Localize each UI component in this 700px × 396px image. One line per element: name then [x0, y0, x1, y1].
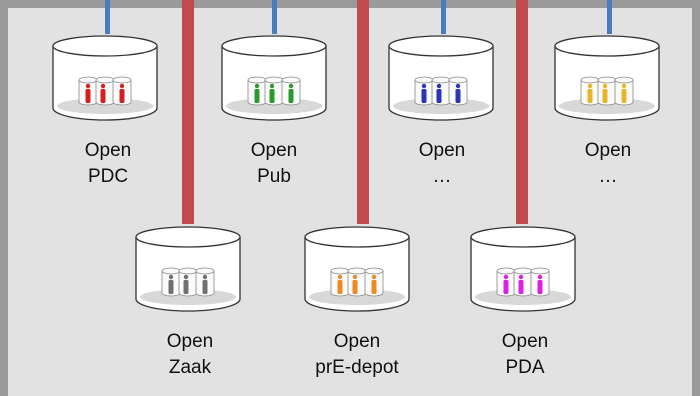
- label-predepot-line2: prE-depot: [315, 357, 399, 378]
- label-pda: Open PDA: [455, 329, 595, 381]
- database-open3: [386, 34, 496, 126]
- label-pdc-line1: Open: [84, 140, 132, 161]
- red-connector-zaak: [182, 0, 194, 224]
- database-cylinder-icon: [221, 35, 327, 121]
- database-predepot: [302, 225, 412, 317]
- figure-icon: [281, 76, 301, 106]
- label-open3-line1: Open: [418, 140, 466, 161]
- database-cylinder-icon: [304, 226, 410, 312]
- figure-icon: [78, 76, 98, 106]
- database-open4: [552, 34, 662, 126]
- red-connector-pda: [516, 0, 528, 224]
- figure-icon: [195, 267, 215, 297]
- figure-icon: [530, 267, 550, 297]
- label-pub-line1: Open: [250, 140, 298, 161]
- figure-icon: [614, 76, 634, 106]
- blue-connector-pdc: [105, 0, 110, 34]
- figure-icon: [264, 76, 284, 106]
- figure-icon: [414, 76, 434, 106]
- label-pub: Open Pub: [204, 138, 344, 190]
- label-open3: Open …: [372, 138, 512, 190]
- database-cylinder-icon: [554, 35, 660, 121]
- label-pda-line1: Open: [501, 331, 549, 352]
- figure-icon: [513, 267, 533, 297]
- database-pda: [468, 225, 578, 317]
- database-pdc: [50, 34, 160, 126]
- database-cylinder-icon: [388, 35, 494, 121]
- label-pdc-line2: PDC: [87, 166, 129, 187]
- figure-icon: [178, 267, 198, 297]
- figure-icon: [247, 76, 267, 106]
- figure-icon: [330, 267, 350, 297]
- label-pda-line2: PDA: [505, 357, 545, 378]
- figure-icon: [580, 76, 600, 106]
- label-open3-line2: …: [432, 166, 452, 187]
- database-cylinder-icon: [470, 226, 576, 312]
- label-open4-line2: …: [598, 166, 618, 187]
- label-predepot-line1: Open: [333, 331, 381, 352]
- blue-connector-pub: [272, 0, 277, 34]
- database-zaak: [133, 225, 243, 317]
- figure-icon: [448, 76, 468, 106]
- database-pub: [219, 34, 329, 126]
- blue-connector-open4: [607, 0, 612, 34]
- figure-icon: [161, 267, 181, 297]
- figure-icon: [431, 76, 451, 106]
- figure-icon: [95, 76, 115, 106]
- label-zaak: Open Zaak: [120, 329, 260, 381]
- figure-icon: [112, 76, 132, 106]
- label-open4-line1: Open: [584, 140, 632, 161]
- red-connector-predepot: [357, 0, 369, 224]
- label-zaak-line2: Zaak: [168, 357, 212, 378]
- figure-icon: [364, 267, 384, 297]
- database-cylinder-icon: [52, 35, 158, 121]
- label-pdc: Open PDC: [38, 138, 178, 190]
- label-zaak-line1: Open: [166, 331, 214, 352]
- database-cylinder-icon: [135, 226, 241, 312]
- figure-icon: [496, 267, 516, 297]
- label-predepot: Open prE-depot: [287, 329, 427, 381]
- label-pub-line2: Pub: [257, 166, 291, 187]
- blue-connector-open3: [441, 0, 446, 34]
- figure-icon: [347, 267, 367, 297]
- figure-icon: [597, 76, 617, 106]
- label-open4: Open …: [538, 138, 678, 190]
